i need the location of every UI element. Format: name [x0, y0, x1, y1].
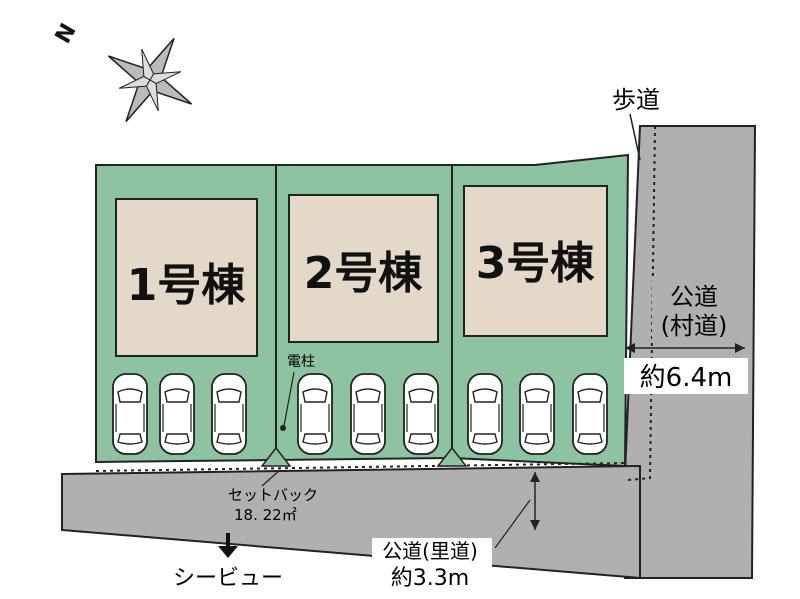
sato-road-label: 公道(里道) [382, 539, 478, 563]
car-icon [572, 373, 608, 455]
boundary-marker [436, 446, 468, 467]
compass-rose [107, 37, 193, 123]
seaview-label: シービュー [173, 566, 283, 591]
building-1 [115, 198, 258, 357]
car-icon [519, 373, 555, 455]
sato-road [61, 464, 641, 580]
setback-line [95, 462, 629, 472]
setback-leader [261, 469, 281, 487]
sato-road-width: 約3.3m [391, 566, 469, 591]
building-3 [463, 185, 608, 337]
car-icon [350, 373, 386, 455]
car-icon [467, 373, 503, 455]
setback-area: 18. 22㎡ [234, 506, 297, 524]
sidewalk-line [627, 125, 656, 481]
utility-pole-icon [280, 425, 286, 431]
lot-2-label: 2号棟 [304, 248, 424, 299]
car-icon [211, 373, 247, 455]
boundary-marker [260, 446, 292, 467]
parking-lot-3 [467, 373, 608, 455]
parking-lot-2 [297, 373, 439, 455]
lot-3-label: 3号棟 [476, 238, 596, 289]
car-icon [403, 373, 439, 455]
arrow-head-icon [625, 343, 635, 353]
utility-pole-leader [283, 371, 295, 427]
compass-north-letter: N [51, 20, 82, 48]
building-2 [288, 194, 439, 343]
village-road [624, 125, 757, 579]
village-road-label: 公道 [670, 283, 718, 311]
utility-pole-label: 電柱 [287, 354, 315, 370]
arrow-head-icon [530, 472, 540, 482]
village-road-label-group: 公道 (村道) [652, 280, 740, 342]
arrow-head-icon [530, 520, 540, 530]
village-road-width: 約6.4m [640, 363, 733, 393]
sidewalk-leader [629, 113, 641, 161]
lot-1-label: 1号棟 [127, 260, 247, 311]
seaview-arrow-icon [218, 533, 238, 558]
parking-lot-1 [112, 373, 247, 455]
setback-label: セットバック [228, 486, 318, 504]
car-icon [159, 373, 195, 455]
car-icon [297, 373, 333, 455]
sato-road-leader [494, 499, 531, 549]
car-icon [112, 373, 148, 455]
arrow-head-icon [735, 343, 745, 353]
sidewalk-label: 歩道 [612, 86, 660, 114]
village-road-sublabel: (村道) [661, 312, 728, 340]
